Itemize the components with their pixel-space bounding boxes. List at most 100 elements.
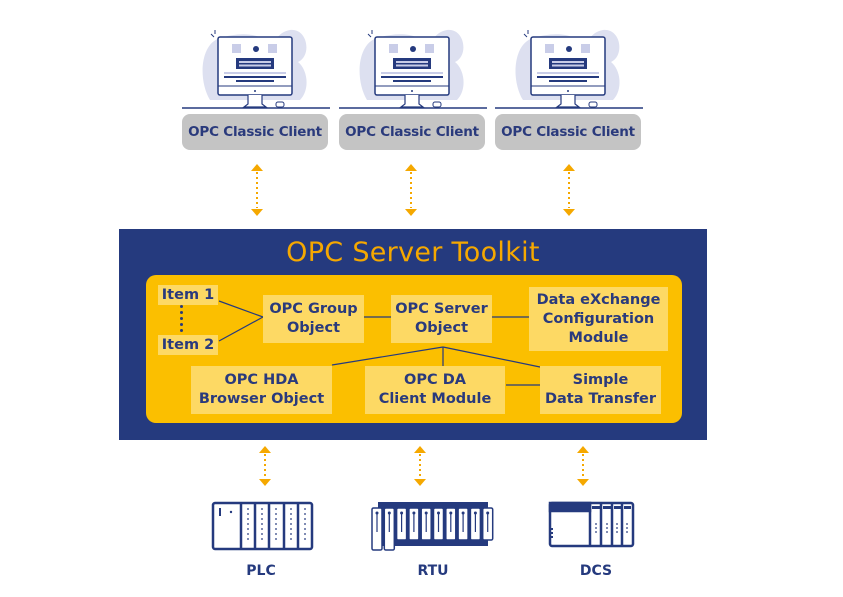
client-label-pill: OPC Classic Client bbox=[182, 114, 328, 150]
plc-dot bbox=[261, 518, 263, 520]
dcs-dot bbox=[595, 531, 597, 533]
client-label-pill: OPC Classic Client bbox=[339, 114, 485, 150]
toolkit-title: OPC Server Toolkit bbox=[286, 237, 540, 268]
opc-server-object-line2: Object bbox=[414, 320, 469, 336]
plc-dot bbox=[247, 533, 249, 535]
bidirectional-arrow-icon bbox=[577, 446, 589, 486]
dcs-dot bbox=[595, 527, 597, 529]
plc-dot bbox=[275, 533, 277, 535]
dcs-dot bbox=[616, 523, 618, 525]
plc-dot bbox=[275, 538, 277, 540]
item-2-text: Item 2 bbox=[161, 336, 215, 353]
dcs-dot bbox=[616, 527, 618, 529]
dx-config-line3: Module bbox=[568, 329, 629, 346]
plc-dot bbox=[304, 518, 306, 520]
client-3: OPC Classic Client bbox=[493, 20, 645, 155]
plc-dot bbox=[290, 518, 292, 520]
plc-dot bbox=[247, 523, 249, 525]
plc-dot bbox=[275, 523, 277, 525]
simple-transfer-line1: Simple bbox=[572, 372, 629, 388]
plc-dot bbox=[290, 508, 292, 510]
plc-dot bbox=[247, 513, 249, 515]
da-client-line2: Client Module bbox=[378, 391, 492, 407]
opc-server-object-box: OPC Server Object bbox=[391, 295, 492, 343]
opc-server-toolkit-panel: OPC Server Toolkit Item 1 bbox=[119, 229, 707, 440]
opc-server-object-line1: OPC Server bbox=[395, 301, 488, 317]
plc-dot bbox=[304, 533, 306, 535]
opc-hda-browser-object-box: OPC HDA Browser Object bbox=[191, 366, 332, 414]
opc-group-object-line1: OPC Group bbox=[269, 301, 358, 317]
plc-dot bbox=[261, 513, 263, 515]
opc-group-object-box: OPC Group Object bbox=[263, 295, 364, 343]
plc-dot bbox=[261, 538, 263, 540]
line-item1-group bbox=[218, 300, 264, 318]
dcs-dot bbox=[606, 527, 608, 529]
rtu-card bbox=[432, 507, 445, 541]
plc-dot bbox=[290, 528, 292, 530]
plc-dot bbox=[304, 513, 306, 515]
plc-dot bbox=[261, 533, 263, 535]
hda-browser-line2: Browser Object bbox=[198, 391, 325, 407]
plc-dot bbox=[304, 508, 306, 510]
da-client-line1: OPC DA bbox=[404, 372, 466, 388]
plc-dot bbox=[290, 523, 292, 525]
opc-group-object-line2: Object bbox=[286, 320, 341, 336]
bidirectional-arrow-icon bbox=[251, 164, 263, 216]
client-2: OPC Classic Client bbox=[337, 20, 489, 155]
item-2-label: Item 2 bbox=[158, 335, 218, 355]
plc-dot bbox=[275, 508, 277, 510]
dcs-dot bbox=[626, 527, 628, 529]
plc-dot bbox=[304, 538, 306, 540]
opc-da-client-module-box: OPC DA Client Module bbox=[365, 366, 505, 414]
rtu-card bbox=[395, 507, 408, 541]
dx-config-line2: Configuration bbox=[542, 310, 655, 327]
desktop-monitor-icon bbox=[495, 29, 643, 109]
plc-dot bbox=[304, 523, 306, 525]
plc-dot bbox=[275, 528, 277, 530]
rtu-card bbox=[457, 507, 469, 541]
dcs-dot bbox=[595, 523, 597, 525]
rtu-cards bbox=[371, 507, 494, 551]
line-server-simple bbox=[442, 346, 541, 368]
client-1: OPC Classic Client bbox=[180, 20, 332, 155]
plc-led bbox=[229, 510, 233, 514]
plc-dot bbox=[261, 508, 263, 510]
desktop-monitor-icon bbox=[339, 29, 487, 109]
connector-lines bbox=[218, 300, 541, 386]
rtu-card bbox=[481, 507, 494, 541]
simple-transfer-line2: Data Transfer bbox=[544, 391, 657, 407]
bidirectional-arrow-icon bbox=[414, 446, 426, 486]
toolkit-inner-panel: Item 1 Item 2 OPC Group Object OPC Serve… bbox=[146, 275, 682, 423]
dcs-side-mark bbox=[551, 536, 553, 538]
rtu-card bbox=[383, 507, 396, 551]
bidirectional-arrow-icon bbox=[259, 446, 271, 486]
dx-config-line1: Data eXchange bbox=[536, 291, 661, 308]
device-label-dcs: DCS bbox=[579, 563, 613, 579]
line-item2-group bbox=[218, 316, 264, 342]
rtu-card bbox=[371, 507, 383, 551]
plc-dot bbox=[261, 528, 263, 530]
client-label-pill: OPC Classic Client bbox=[495, 114, 641, 150]
plc-dot bbox=[290, 538, 292, 540]
rtu-card bbox=[408, 507, 420, 541]
dcs-dot bbox=[626, 531, 628, 533]
dcs-dot bbox=[616, 531, 618, 533]
bidirectional-arrow-icon bbox=[563, 164, 575, 216]
simple-data-transfer-box: Simple Data Transfer bbox=[540, 366, 661, 414]
items-ellipsis bbox=[180, 305, 184, 332]
rtu-card bbox=[420, 507, 432, 541]
plc-dot bbox=[275, 518, 277, 520]
plc-dot bbox=[247, 528, 249, 530]
item-1-label: Item 1 bbox=[158, 285, 218, 305]
plc-dot bbox=[290, 533, 292, 535]
dcs-indicator-dots bbox=[551, 523, 628, 538]
device-label-plc: PLC bbox=[246, 563, 276, 579]
plc-dot bbox=[247, 538, 249, 540]
plc-dot bbox=[261, 523, 263, 525]
plc-indicator-dots bbox=[229, 508, 306, 540]
item-1-text: Item 1 bbox=[161, 286, 215, 303]
rtu-card bbox=[469, 507, 482, 541]
device-label-rtu: RTU bbox=[417, 563, 449, 579]
